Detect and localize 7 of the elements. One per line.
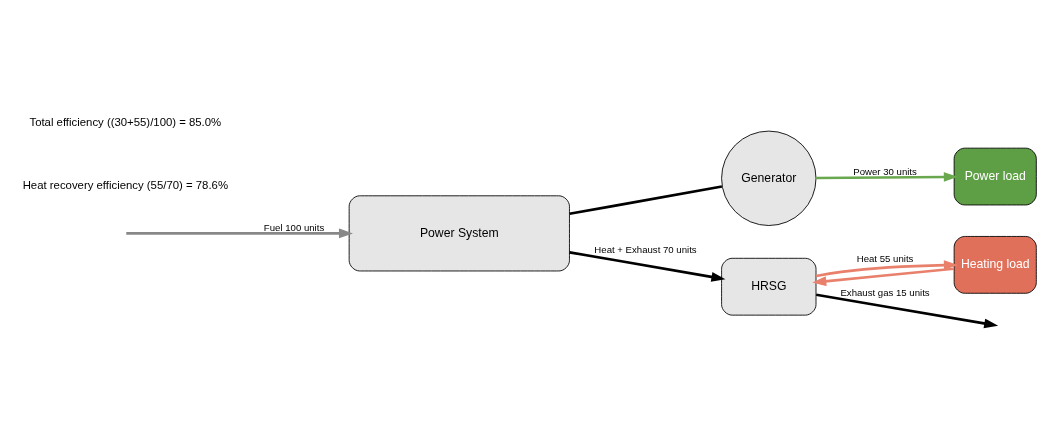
edge-label: Heat 55 units (856, 252, 914, 264)
label: Heat recovery efficiency (55/70) = 78.6% (22, 178, 228, 191)
edge-label: Power 30 units (853, 165, 917, 177)
edge-label: Exhaust gas 15 units (840, 286, 930, 298)
edge-label: Heat + Exhaust 70 units (594, 243, 697, 255)
edge-label: Fuel 100 units (263, 221, 325, 233)
label: Total efficiency ((30+55)/100) = 85.0% (29, 115, 222, 128)
